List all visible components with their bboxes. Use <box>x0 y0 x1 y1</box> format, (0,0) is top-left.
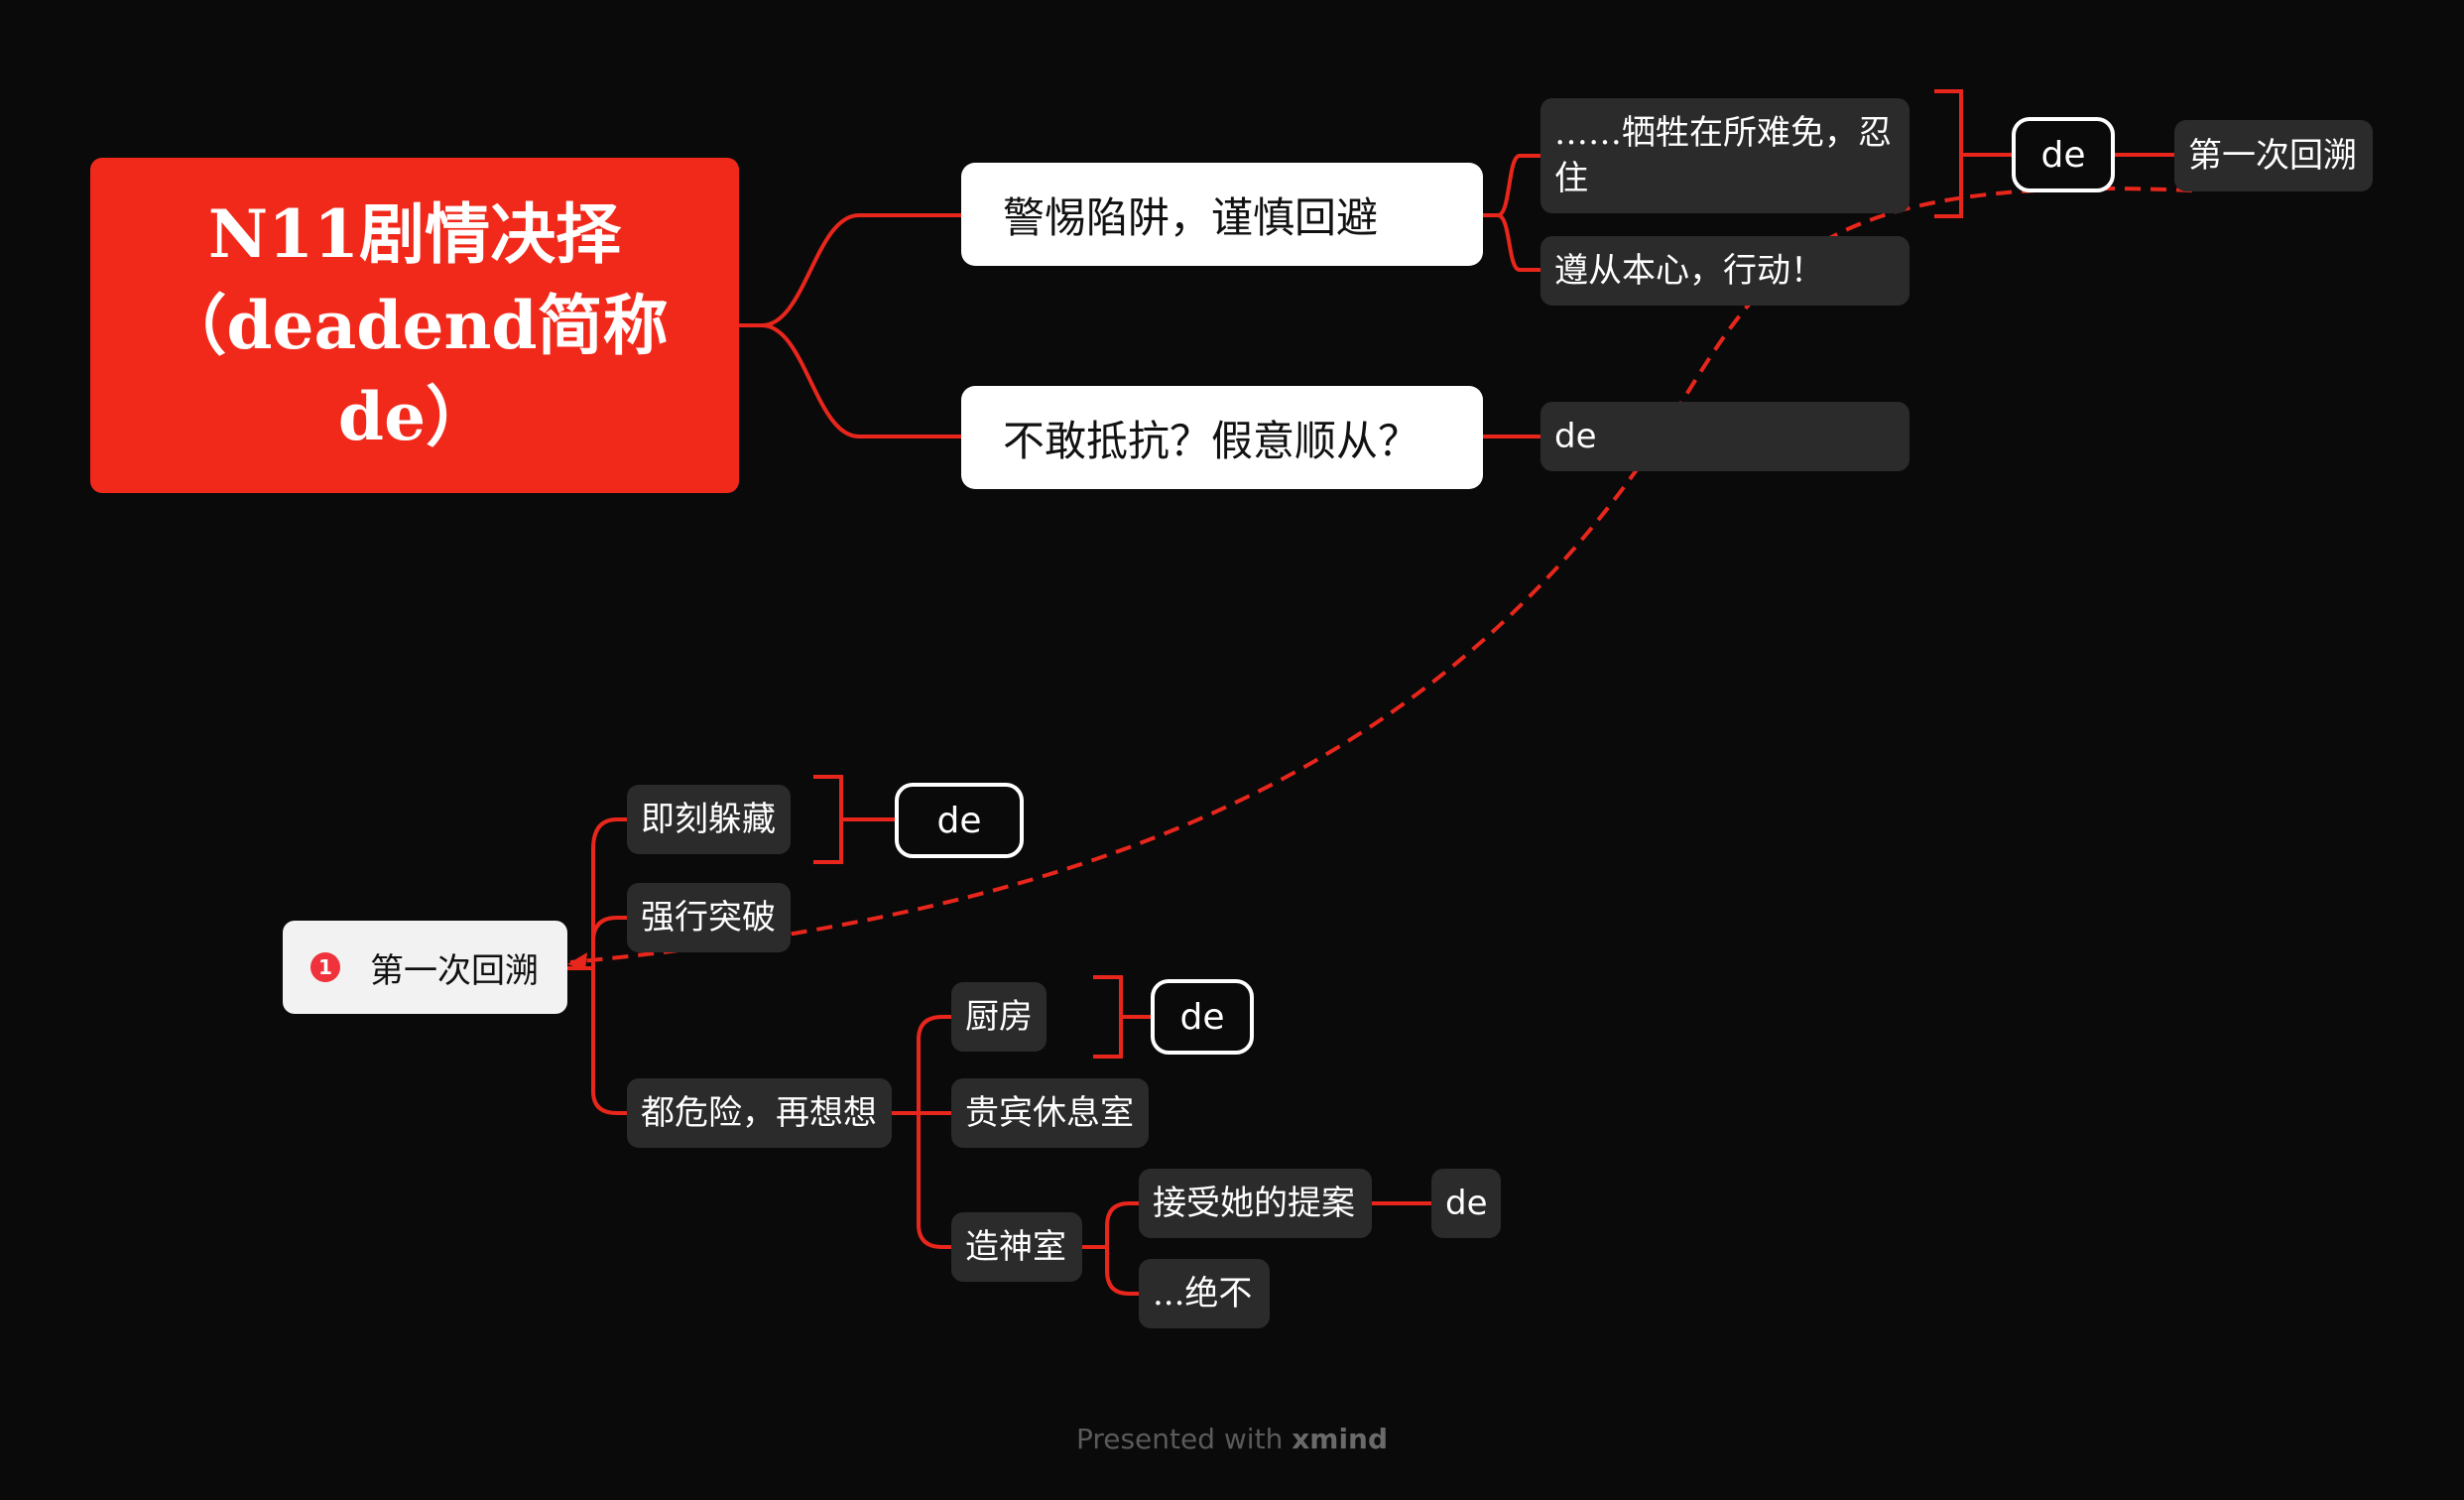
connector-rewind-rethink <box>591 968 627 1115</box>
topic-refuse-label: ...绝不 <box>1153 1274 1253 1313</box>
summary-kitchen-de[interactable]: de <box>1151 979 1254 1055</box>
topic-hide[interactable]: 即刻躲藏 <box>627 785 791 854</box>
topic-breakout[interactable]: 强行突破 <box>627 883 791 952</box>
topic-rewind[interactable]: 1 第一次回溯 <box>283 921 567 1014</box>
connector-rethink-kitchen <box>917 1015 951 1113</box>
summary-de-1[interactable]: de <box>2012 117 2115 192</box>
summary-hide-de[interactable]: de <box>895 783 1024 858</box>
summary-kitchen-de-label: de <box>1179 996 1225 1038</box>
footer-watermark: Presented with xmind <box>0 1423 2464 1455</box>
topic-accept-label: 接受她的提案 <box>1153 1184 1355 1223</box>
connector-shrine-refuse <box>1105 1247 1139 1296</box>
kitchen-summary-bracket <box>1093 975 1151 1059</box>
footer-brand: xmind <box>1292 1423 1389 1455</box>
topic-accept-de[interactable]: de <box>1431 1169 1501 1238</box>
topic-refuse[interactable]: ...绝不 <box>1139 1259 1270 1328</box>
summary-de-1-label: de <box>2040 134 2086 176</box>
topic-caution-label: 警惕陷阱，谨慎回避 <box>1003 192 1379 242</box>
connector-root-caution <box>739 213 961 327</box>
relationship-dashed-line <box>569 187 2193 964</box>
connector-rethink-shrine <box>917 1113 951 1249</box>
topic-lounge-label: 贵宾休息室 <box>965 1093 1134 1133</box>
topic-rewind-label: 第一次回溯 <box>370 950 539 991</box>
topic-shrine-label: 造神室 <box>965 1227 1066 1267</box>
root-topic[interactable]: N11剧情决择 （deadend简称 de） <box>90 158 739 493</box>
topic-follow[interactable]: 遵从本心，行动！ <box>1540 236 1910 306</box>
priority-1-icon: 1 <box>310 952 340 982</box>
root-title-line-1: N11剧情决择 <box>207 195 622 273</box>
topic-resist-de-label: de <box>1554 417 1597 456</box>
root-title-line-2: （deadend简称 <box>161 287 669 364</box>
topic-rethink-label: 都危险，再想想 <box>641 1093 877 1133</box>
relationship-arrowhead <box>567 952 587 970</box>
summary-hide-de-label: de <box>936 800 982 841</box>
topic-lounge[interactable]: 贵宾休息室 <box>951 1078 1149 1148</box>
topic-resist-label: 不敢抵抗？假意顺从？ <box>1003 416 1420 465</box>
connector-caution-sacrifice <box>1483 154 1540 217</box>
topic-accept-de-label: de <box>1445 1184 1488 1223</box>
topic-summary-rewind-label: 第一次回溯 <box>2188 136 2357 176</box>
root-title-line-3: de） <box>337 378 492 455</box>
connector-root-resist <box>739 323 961 438</box>
topic-sacrifice[interactable]: ……牺牲在所难免，忍住 <box>1540 98 1910 213</box>
connector-rewind-breakout <box>591 916 627 968</box>
hide-summary-bracket <box>813 775 895 864</box>
summary-bracket <box>1934 89 2012 218</box>
topic-accept[interactable]: 接受她的提案 <box>1139 1169 1372 1238</box>
footer-prefix: Presented with <box>1075 1423 1284 1455</box>
topic-hide-label: 即刻躲藏 <box>641 800 776 839</box>
topic-kitchen-label: 厨房 <box>965 997 1033 1037</box>
topic-kitchen[interactable]: 厨房 <box>951 982 1047 1052</box>
topic-summary-rewind[interactable]: 第一次回溯 <box>2174 120 2373 191</box>
topic-follow-label: 遵从本心，行动！ <box>1554 251 1824 291</box>
topic-shrine[interactable]: 造神室 <box>951 1212 1082 1282</box>
connector-caution-follow <box>1483 213 1540 272</box>
topic-sacrifice-label: ……牺牲在所难免，忍住 <box>1554 113 1892 198</box>
topic-resist-de[interactable]: de <box>1540 402 1910 471</box>
topic-resist[interactable]: 不敢抵抗？假意顺从？ <box>961 386 1483 489</box>
connector-shrine-accept <box>1105 1201 1139 1247</box>
topic-caution[interactable]: 警惕陷阱，谨慎回避 <box>961 163 1483 266</box>
topic-breakout-label: 强行突破 <box>641 898 776 938</box>
connector-rewind-hide <box>567 817 627 970</box>
topic-rethink[interactable]: 都危险，再想想 <box>627 1078 892 1148</box>
